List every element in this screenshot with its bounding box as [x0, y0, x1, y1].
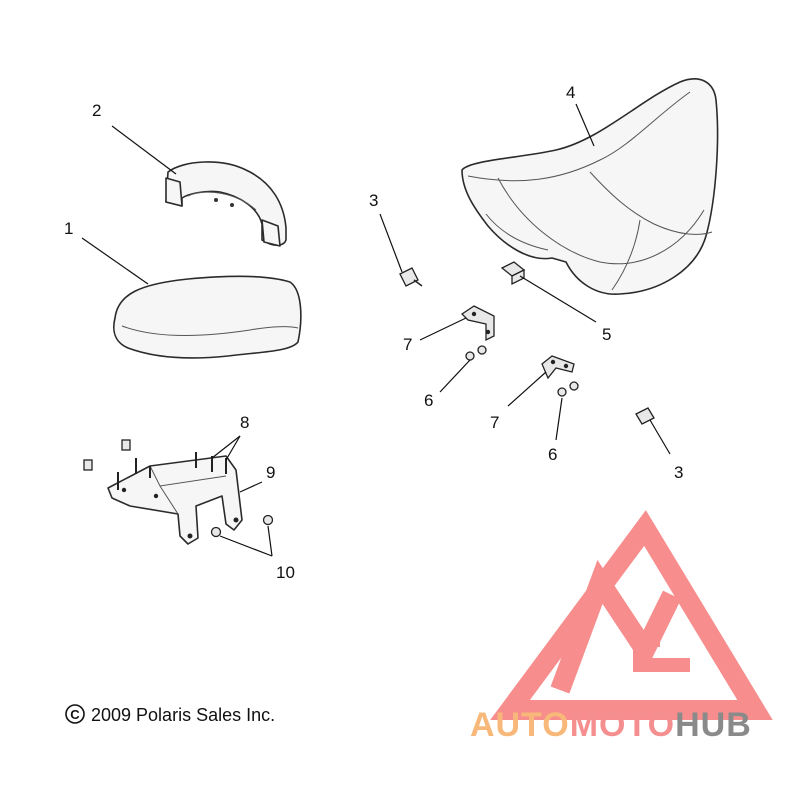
watermark-logo: [490, 510, 773, 720]
callout-1: 1: [64, 219, 73, 238]
clip-part: [500, 261, 526, 286]
bracket-right-part: [541, 355, 575, 380]
nuts-right-part: [557, 381, 579, 397]
backrest-pad-part: [165, 161, 287, 247]
seat-cushion-part: [112, 275, 302, 359]
leader-lines: [81, 103, 671, 557]
callout-5: 5: [602, 325, 611, 344]
copyright-circle-icon: [65, 704, 85, 724]
callout-6-left: 6: [424, 391, 433, 410]
nuts-left-part: [465, 345, 487, 361]
bolt-upper-part: [399, 267, 423, 287]
screws-part: [83, 439, 227, 490]
main-seat-part: [461, 78, 719, 295]
callout-2: 2: [92, 101, 101, 120]
watermark-wordmark: AUTOMOTOHUB: [470, 706, 752, 744]
copyright-text: 2009 Polaris Sales Inc.: [91, 705, 275, 725]
watermark-m-stroke: [550, 560, 681, 694]
callout-9: 9: [266, 463, 275, 482]
callout-3-upper: 3: [369, 191, 378, 210]
nuts-bottom-part: [210, 514, 274, 538]
callout-7-right: 7: [490, 413, 499, 432]
bracket-left-part: [460, 305, 495, 342]
watermark-word-auto: AUTO: [470, 706, 570, 744]
watermark-g-stroke: [633, 633, 690, 672]
mounting-bracket-part: [107, 455, 243, 545]
watermark-word-hub: HUB: [675, 706, 752, 744]
callout-6-right: 6: [548, 445, 557, 464]
callout-3-lower: 3: [674, 463, 683, 482]
watermark-word-moto: MOTO: [570, 706, 675, 744]
copyright-notice: C 2009 Polaris Sales Inc.: [65, 704, 275, 725]
svg-text:AUTOMOTOHUB: AUTOMOTOHUB: [470, 706, 752, 744]
callout-labels: 1 2 3 3 4 5 6 6 7 7 8 9 10: [64, 83, 683, 582]
callout-4: 4: [566, 83, 575, 102]
callout-7-left: 7: [403, 335, 412, 354]
bolt-lower-part: [635, 407, 655, 425]
callout-8: 8: [240, 413, 249, 432]
callout-10: 10: [276, 563, 295, 582]
copyright-symbol: C: [70, 707, 80, 722]
